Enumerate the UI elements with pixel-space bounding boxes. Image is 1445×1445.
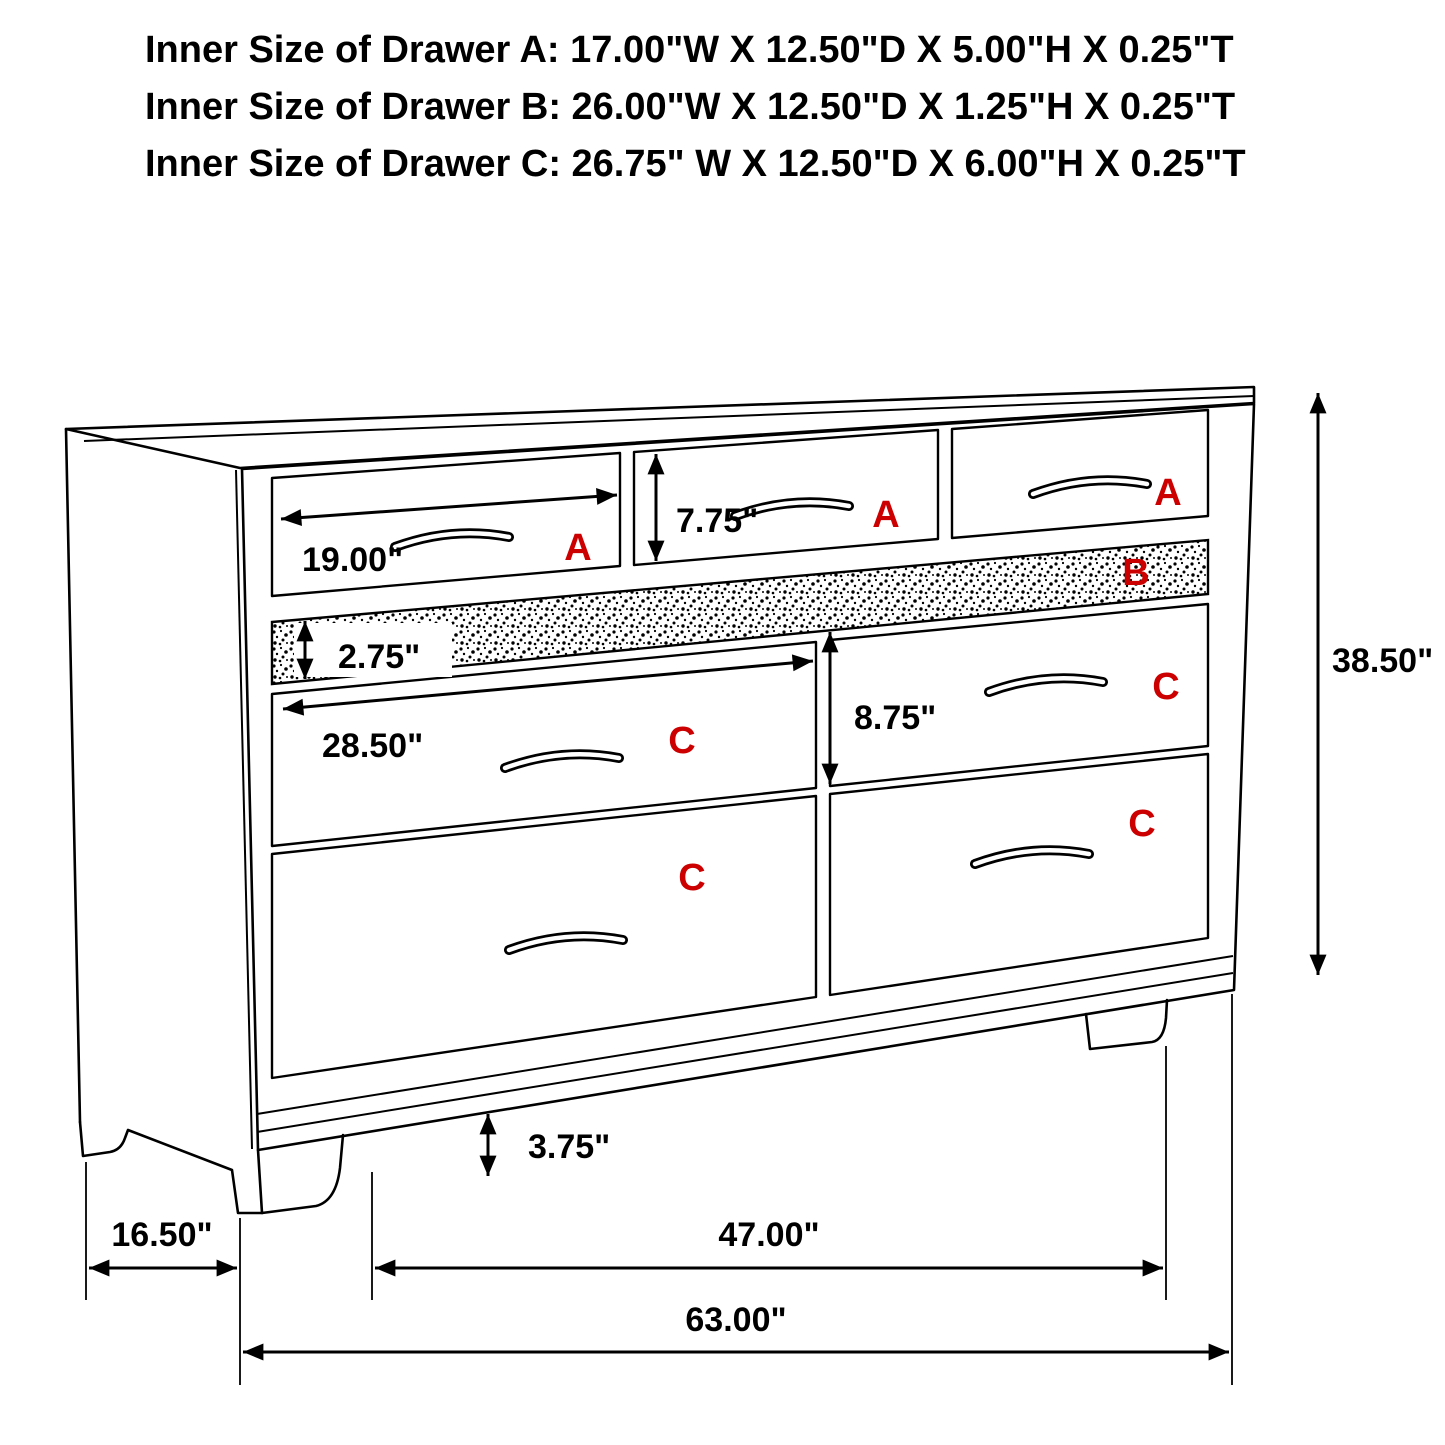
- dimension-arrow-drawer-c-width: [282, 654, 814, 716]
- dimension-text-drawer-a-height: 7.75": [676, 502, 758, 540]
- dimension-annotations: 19.00" 7.75" 2.75" 28.50" 8.75" 38.50" 3…: [85, 393, 1433, 1385]
- drawer-letter-labels: A A A B C C C C: [564, 472, 1181, 899]
- label-drawer-c-left-top: C: [668, 720, 695, 762]
- front-face: [240, 402, 1256, 1152]
- header-line-drawer-a: Inner Size of Drawer A: 17.00"W X 12.50"…: [145, 29, 1234, 71]
- dimension-arrow-drawer-a-width: [280, 487, 618, 527]
- label-drawer-b: B: [1122, 552, 1149, 594]
- label-drawer-a2: A: [872, 494, 899, 536]
- dimension-text-leg-span: 47.00": [718, 1216, 819, 1254]
- inner-size-header: Inner Size of Drawer A: 17.00"W X 12.50"…: [145, 22, 1246, 193]
- dimension-text-overall-height: 38.50": [1332, 642, 1433, 680]
- top-molding-line: [83, 395, 1255, 442]
- handle-icon: [972, 847, 1092, 867]
- drawer-a3: [950, 408, 1210, 540]
- drawer-a2: [632, 428, 940, 567]
- handle-icon: [1030, 477, 1150, 497]
- front-left-corner-edge: [235, 469, 253, 1150]
- side-back-edge: [64, 427, 82, 1124]
- base-molding-top-line: [256, 955, 1234, 1115]
- drawer-b-hidden-jewelry-strip: [270, 538, 1210, 686]
- dimension-text-overall-width: 63.00": [685, 1301, 786, 1339]
- side-bottom-and-back-foot: [78, 1120, 264, 1215]
- header-line-drawer-b: Inner Size of Drawer B: 26.00"W X 12.50"…: [145, 86, 1236, 128]
- drawer-handle-icons: [390, 475, 1152, 955]
- base-molding-mid-line: [256, 972, 1234, 1133]
- handle-icon: [392, 530, 512, 550]
- cabinet-outline: [64, 385, 1256, 1215]
- label-drawer-c-right-top: C: [1152, 666, 1179, 708]
- dimension-text-depth: 16.50": [111, 1216, 212, 1254]
- dimension-text-foot-height: 3.75": [528, 1128, 610, 1166]
- handle-icon: [506, 933, 626, 953]
- right-front-foot: [1084, 998, 1169, 1051]
- handle-icon: [732, 499, 852, 519]
- handle-icon: [502, 751, 622, 771]
- label-drawer-c-left-bottom: C: [678, 857, 705, 899]
- left-front-foot: [256, 1133, 345, 1215]
- label-drawer-a1: A: [564, 527, 591, 569]
- dimension-text-drawer-b-height: 2.75": [338, 638, 420, 676]
- dimension-text-drawer-c-height: 8.75": [854, 699, 936, 737]
- header-line-drawer-c: Inner Size of Drawer C: 26.75" W X 12.50…: [145, 143, 1246, 185]
- drawer-c-right-bottom: [828, 752, 1210, 997]
- label-drawer-a3: A: [1154, 472, 1181, 514]
- handle-icon: [986, 675, 1106, 695]
- dimension-text-drawer-a-width: 19.00": [302, 541, 403, 579]
- dimension-text-drawer-c-width: 28.50": [322, 727, 423, 765]
- label-drawer-c-right-bottom: C: [1128, 803, 1155, 845]
